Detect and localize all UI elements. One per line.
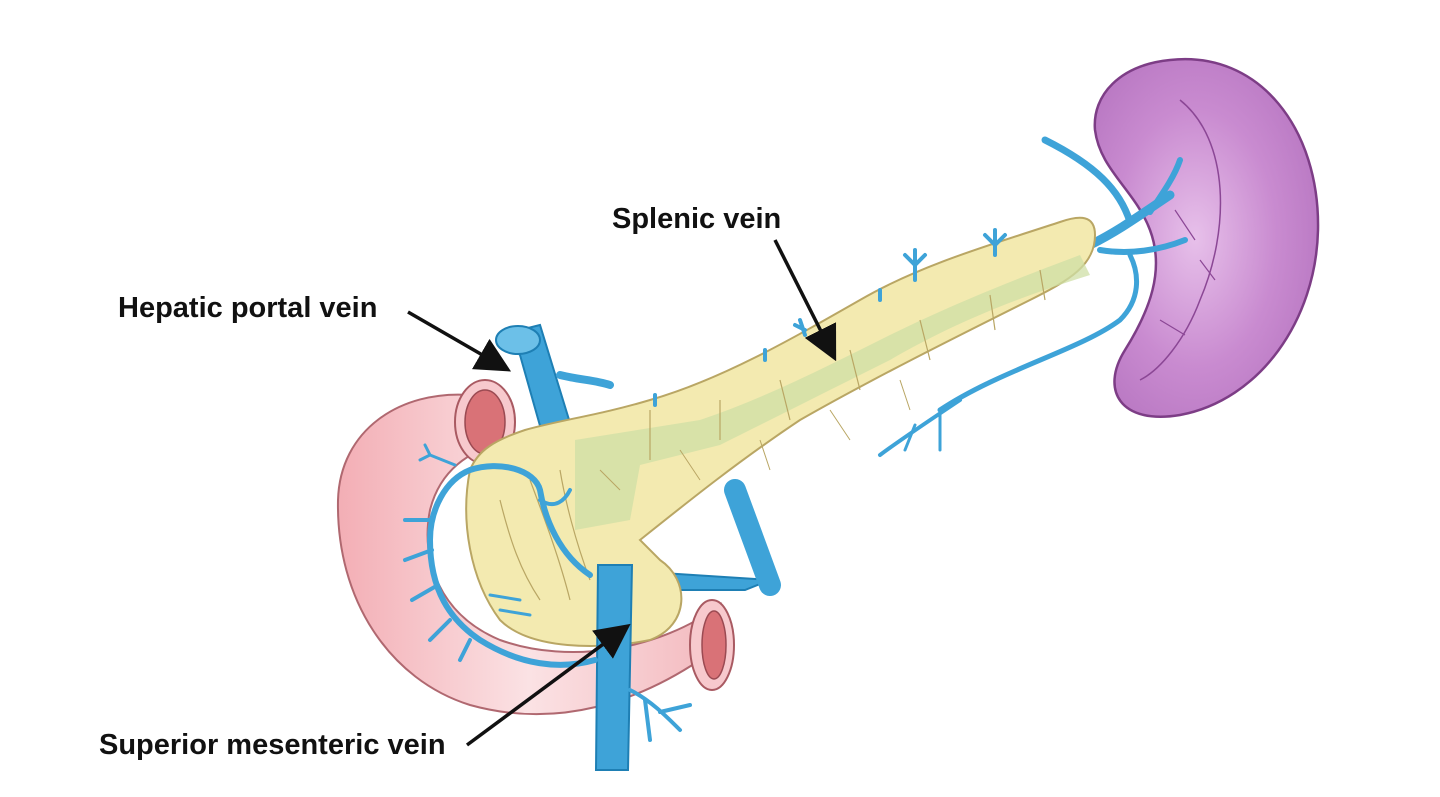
label-hepatic-portal-vein: Hepatic portal vein xyxy=(118,292,377,324)
label-splenic-vein: Splenic vein xyxy=(612,203,781,235)
arrow-hepatic-portal-vein xyxy=(407,310,512,372)
arrow-splenic-vein xyxy=(773,239,837,362)
label-superior-mesenteric-vein: Superior mesenteric vein xyxy=(99,729,446,761)
splenic-branches xyxy=(878,136,1188,457)
pancreatic-tributaries xyxy=(653,228,1007,407)
pancreas xyxy=(465,216,1097,647)
spleen xyxy=(1093,57,1320,418)
superior-mesenteric-vein xyxy=(403,443,692,771)
arrow-superior-mesenteric-vein xyxy=(465,623,631,747)
